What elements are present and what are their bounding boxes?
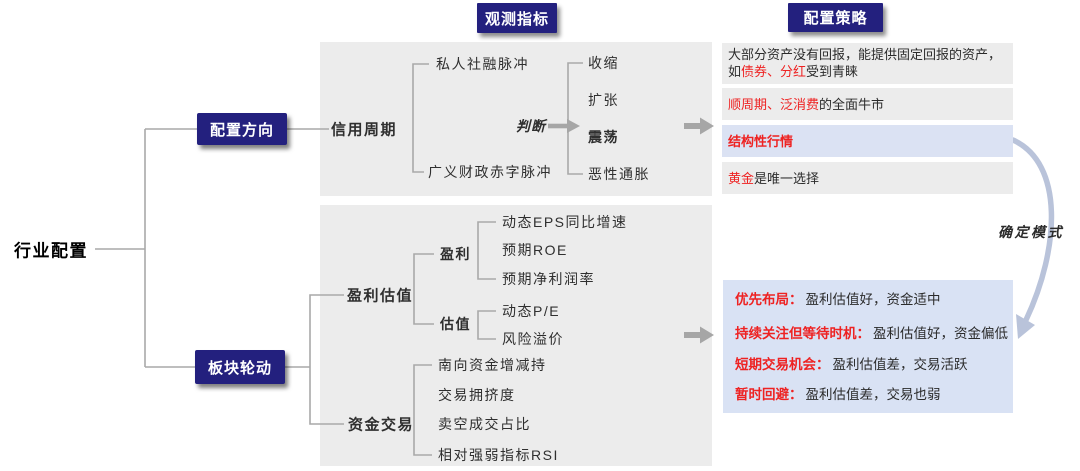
capital-items-bracket (413, 364, 432, 456)
judge-arrow-icon (548, 119, 580, 133)
strategy-text: 的全面牛市 (819, 96, 885, 112)
outcome-short-term: 短期交易机会：盈利估值差，交易活跃 (735, 353, 968, 373)
profit-items-bracket (477, 221, 496, 280)
outcome-label: 短期交易机会： (735, 357, 830, 372)
strategy-text-red: 结构性行情 (728, 133, 794, 149)
outcome-desc: 盈利估值好，资金适中 (805, 292, 941, 307)
capital-trading-label: 资金交易 (348, 416, 415, 434)
flow-arrow-bottom-icon (684, 326, 714, 344)
metric-rsi: 相对强弱指标RSI (438, 447, 559, 463)
node-rotation: 板块轮动 (195, 350, 285, 384)
metric-net-margin: 预期净利润率 (502, 271, 595, 287)
strategy-row-fixed-return: 大部分资产没有回报，能提供固定回报的资产，如债券、分红受到青睐 (722, 43, 1013, 84)
outcome-panel (723, 280, 1013, 413)
strategy-text-red: 黄金 (728, 170, 755, 186)
metric-dynamic-pe: 动态P/E (502, 303, 561, 319)
strategy-text: 受到青睐 (806, 64, 859, 79)
sector-metrics-panel (320, 205, 712, 466)
strategy-text-red: 顺周期、泛消费 (728, 96, 820, 112)
outcome-desc: 盈利估值好，资金偏低 (873, 326, 1008, 341)
header-strategy: 配置策略 (788, 3, 883, 32)
profit-valuation-bracket (413, 253, 434, 325)
credit-input-fiscal: 广义财政赤字脉冲 (428, 164, 552, 180)
metric-crowding: 交易拥挤度 (438, 387, 516, 403)
node-direction: 配置方向 (197, 113, 287, 145)
strategy-row-gold: 黄金是唯一选择 (722, 162, 1013, 194)
state-hyperinflation: 恶性通胀 (588, 166, 650, 182)
credit-input-private: 私人社融脉冲 (436, 56, 529, 72)
outcome-label: 暂时回避： (735, 387, 803, 402)
credit-inputs-bracket (412, 63, 429, 173)
flow-arrow-top-icon (684, 117, 714, 135)
rotation-bracket (309, 294, 344, 425)
outcome-watch-wait: 持续关注但等待时机：盈利估值好，资金偏低 (735, 322, 1008, 342)
state-expansion: 扩张 (588, 92, 619, 108)
outcome-desc: 盈利估值差，交易活跃 (832, 357, 968, 372)
valuation-items-bracket (477, 310, 496, 340)
metric-expected-roe: 预期ROE (502, 242, 568, 258)
outcome-label: 优先布局： (735, 292, 803, 307)
state-oscillation: 震荡 (588, 129, 619, 145)
curved-arrow-icon (1010, 137, 1055, 339)
strategy-text: 是唯一选择 (754, 170, 820, 186)
metric-eps-growth: 动态EPS同比增速 (502, 214, 628, 230)
states-bracket (567, 62, 583, 175)
valuation-label: 估值 (440, 316, 471, 332)
root-label: 行业配置 (14, 241, 88, 261)
outcome-priority: 优先布局：盈利估值好，资金适中 (735, 288, 941, 308)
profit-label: 盈利 (440, 246, 471, 262)
strategy-row-bull-market: 顺周期、泛消费的全面牛市 (722, 88, 1013, 120)
header-indicators: 观测指标 (477, 3, 557, 33)
metric-risk-premium: 风险溢价 (502, 331, 564, 347)
metric-short-selling: 卖空成交占比 (438, 416, 531, 432)
judge-label: 判断 (516, 118, 546, 134)
strategy-text-red: 债券、分红 (741, 64, 807, 79)
strategy-text: 大部分资产没有回报，能提供固定回报的资产，如 (728, 47, 1002, 79)
mode-label: 确定模式 (998, 224, 1064, 240)
strategy-row-structural: 结构性行情 (722, 125, 1013, 157)
outcome-desc: 盈利估值差，交易也弱 (805, 387, 941, 402)
profit-valuation-label: 盈利估值 (347, 287, 414, 305)
credit-cycle-panel (320, 42, 712, 196)
outcome-label: 持续关注但等待时机： (735, 326, 870, 341)
credit-cycle-label: 信用周期 (331, 121, 398, 139)
state-contraction: 收缩 (588, 55, 619, 71)
metric-southbound-flows: 南向资金增减持 (438, 357, 547, 373)
outcome-avoid: 暂时回避：盈利估值差，交易也弱 (735, 383, 941, 403)
